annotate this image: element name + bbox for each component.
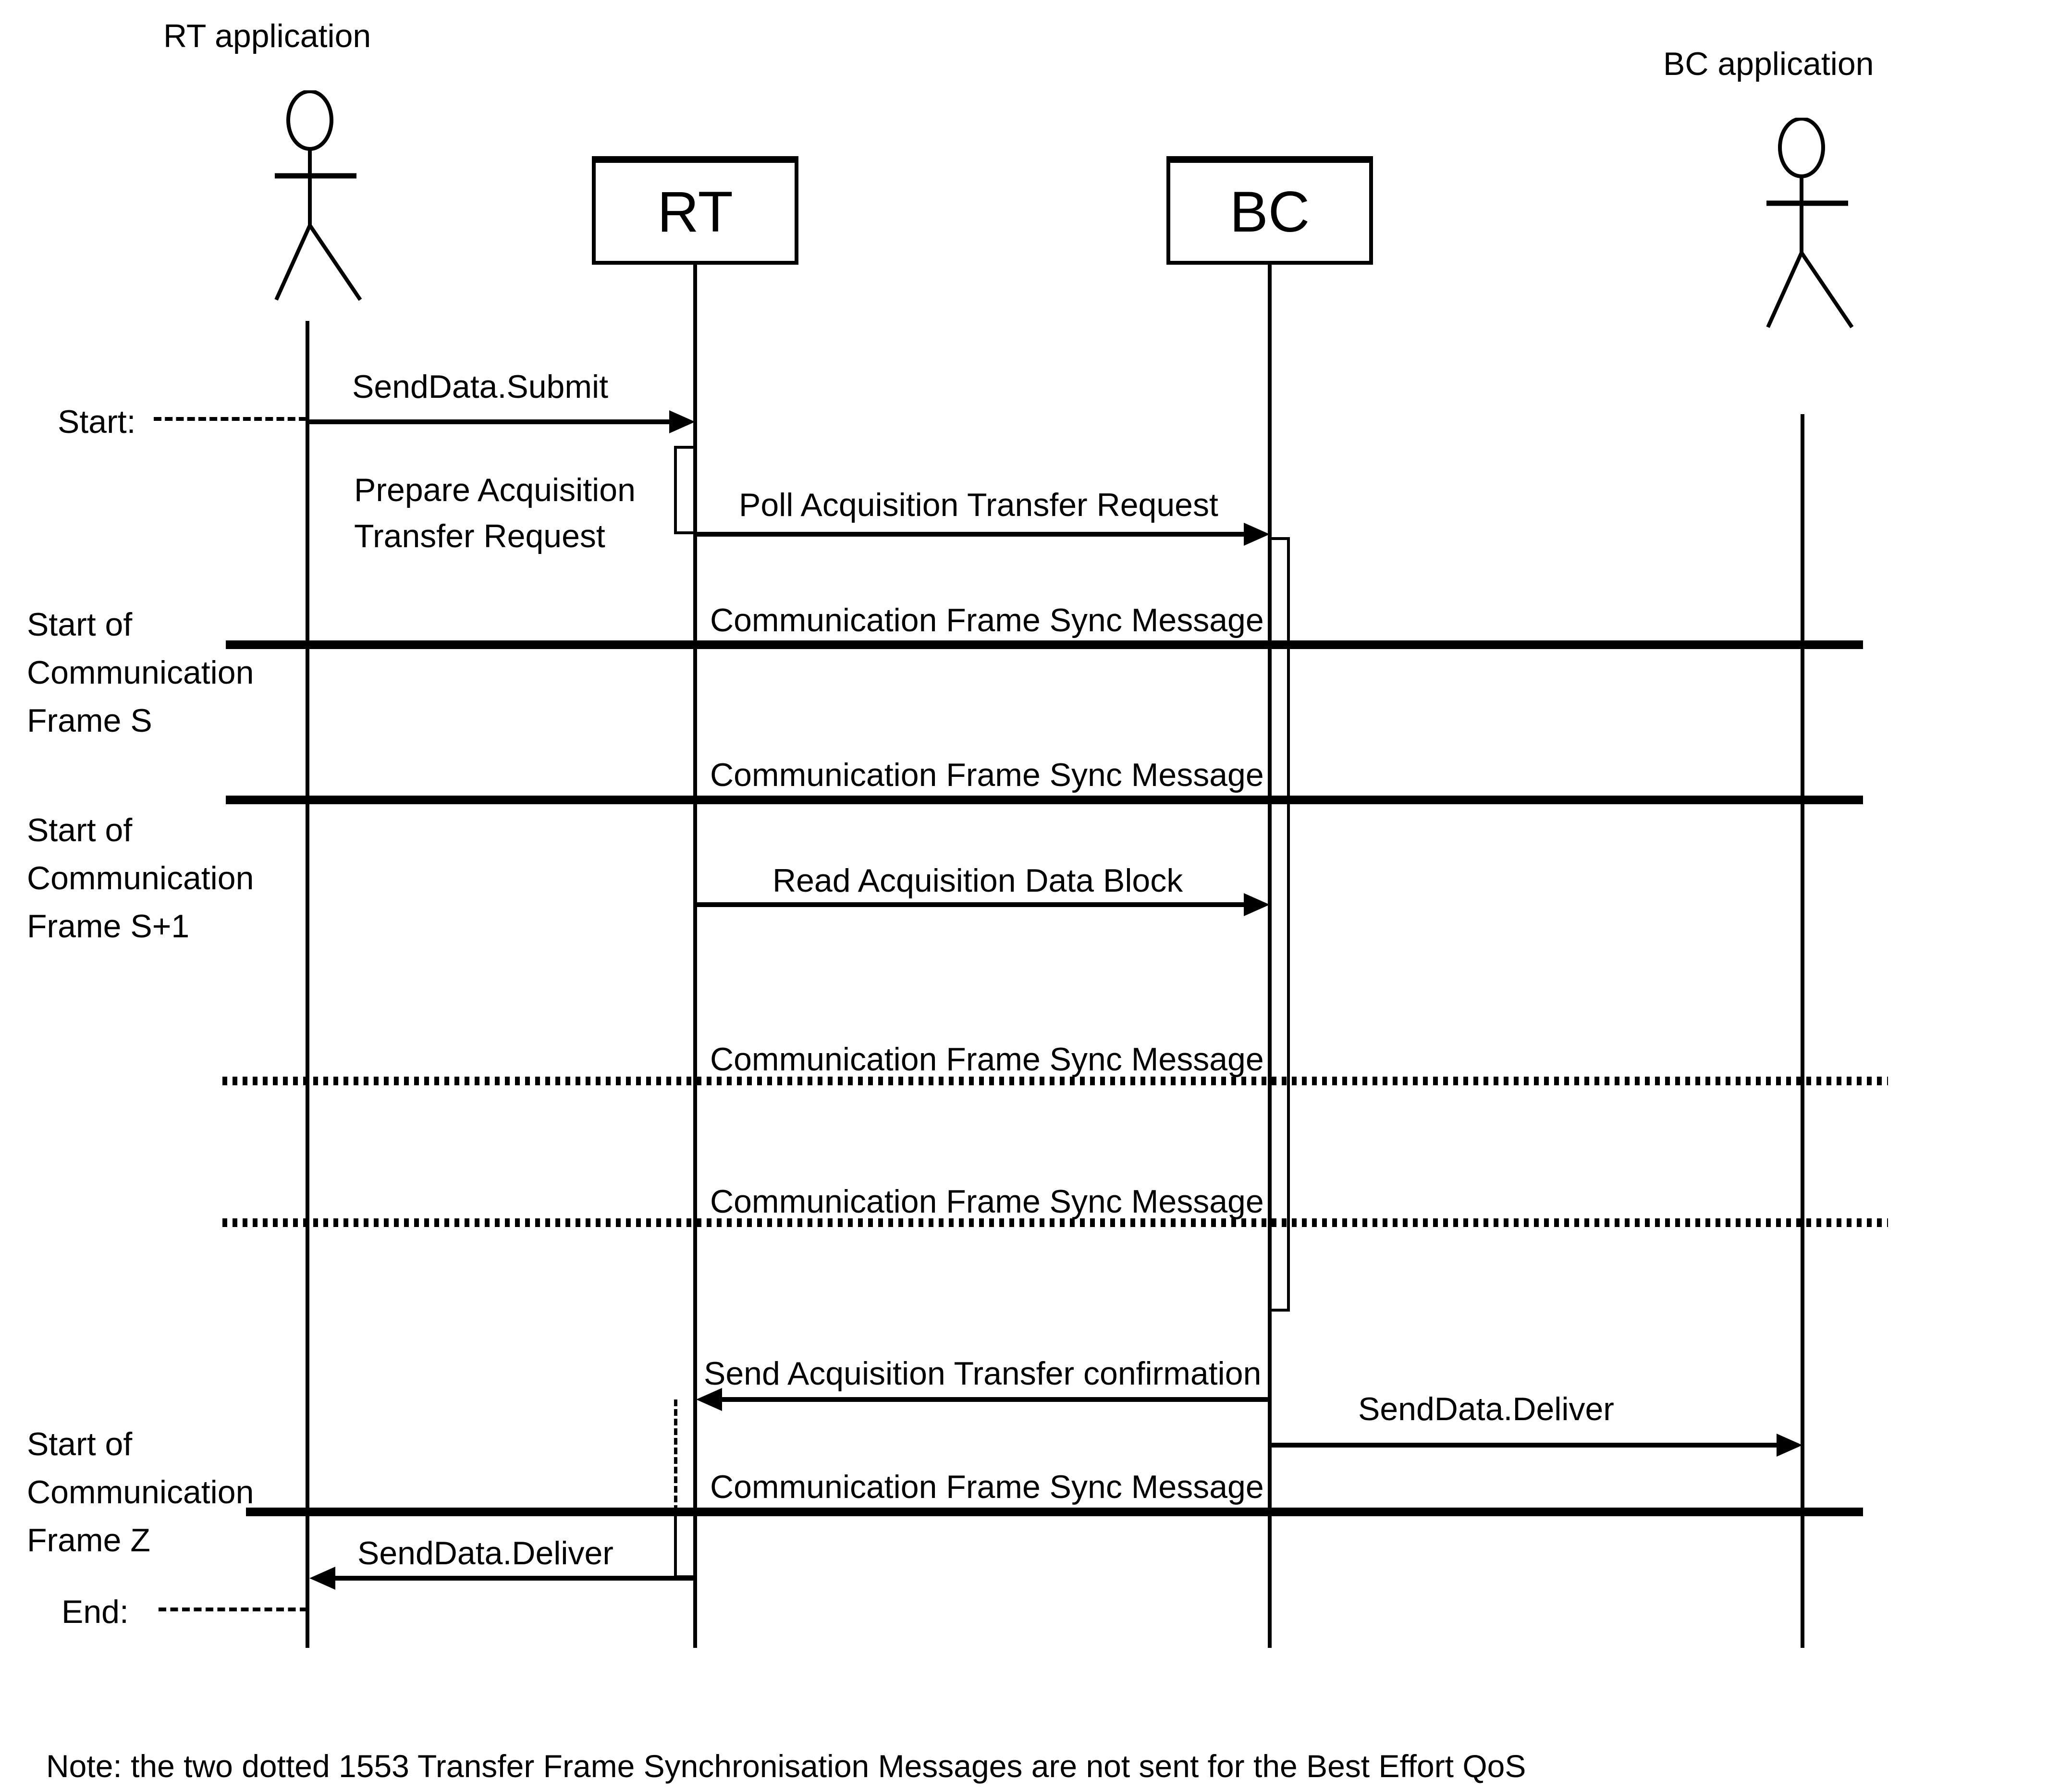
message-label-sync-3: Communication Frame Sync Message [710, 1041, 1264, 1078]
arrowhead-right-icon [1244, 893, 1270, 916]
right-actor-label: BC application [1663, 46, 1874, 82]
frame-s1-label: Start of Communication Frame S+1 [27, 812, 254, 945]
message-label-read: Read Acquisition Data Block [772, 862, 1183, 899]
message-label-deliver-bottom: SendData.Deliver [357, 1535, 613, 1571]
rt-box-label: RT [657, 180, 733, 244]
arrow-read [695, 893, 1270, 916]
frame-s-label: Start of Communication Frame S [27, 606, 254, 739]
arrowhead-right-icon [1777, 1434, 1802, 1457]
rt-activation-dashed [674, 1399, 696, 1512]
message-label-deliver-top: SendData.Deliver [1358, 1391, 1614, 1427]
end-marker-label: End: [61, 1594, 129, 1630]
frame-s-line [226, 640, 1863, 649]
dotted-sync-line-1 [222, 1077, 1888, 1085]
bc-box-label: BC [1229, 180, 1310, 244]
arrowhead-left-icon [309, 1567, 335, 1590]
rt-object-box: RT [592, 156, 798, 265]
stick-figure-icon [1766, 118, 1854, 329]
message-label-sync-2: Communication Frame Sync Message [710, 757, 1264, 793]
dotted-sync-line-2 [222, 1218, 1888, 1227]
left-actor-label: RT application [163, 18, 371, 54]
lifeline-bc-application [1801, 414, 1804, 1648]
footnote: Note: the two dotted 1553 Transfer Frame… [46, 1748, 1526, 1784]
frame-s1-line [226, 796, 1863, 804]
bc-object-box: BC [1166, 156, 1373, 265]
lifeline-rt [693, 265, 697, 1648]
stick-figure-icon [274, 90, 362, 301]
message-label-sync-4: Communication Frame Sync Message [710, 1183, 1264, 1220]
frame-z-line [246, 1508, 1863, 1516]
arrowhead-left-icon [696, 1388, 722, 1411]
message-label-confirm: Send Acquisition Transfer confirmation [704, 1355, 1262, 1392]
message-label-sync-1: Communication Frame Sync Message [710, 602, 1264, 638]
arrowhead-right-icon [1244, 523, 1270, 546]
start-dashed-line [154, 417, 307, 421]
end-dashed-line [159, 1608, 307, 1611]
arrowhead-right-icon [669, 410, 695, 433]
arrow-confirm [696, 1388, 1270, 1411]
message-label-prepare: Prepare Acquisition Transfer Request [354, 472, 636, 554]
message-label-submit: SendData.Submit [352, 368, 608, 405]
arrow-submit [307, 410, 695, 433]
lifeline-rt-application [306, 321, 309, 1648]
arrow-deliver-bottom [309, 1567, 695, 1590]
arrow-deliver-top [1270, 1434, 1802, 1457]
frame-z-label: Start of Communication Frame Z [27, 1426, 254, 1559]
message-label-sync-5: Communication Frame Sync Message [710, 1469, 1264, 1505]
arrow-poll [695, 523, 1270, 546]
start-marker-label: Start: [58, 404, 136, 440]
message-label-poll: Poll Acquisition Transfer Request [739, 487, 1218, 523]
bc-activation [1269, 537, 1290, 1312]
rt-activation-1 [674, 446, 696, 534]
